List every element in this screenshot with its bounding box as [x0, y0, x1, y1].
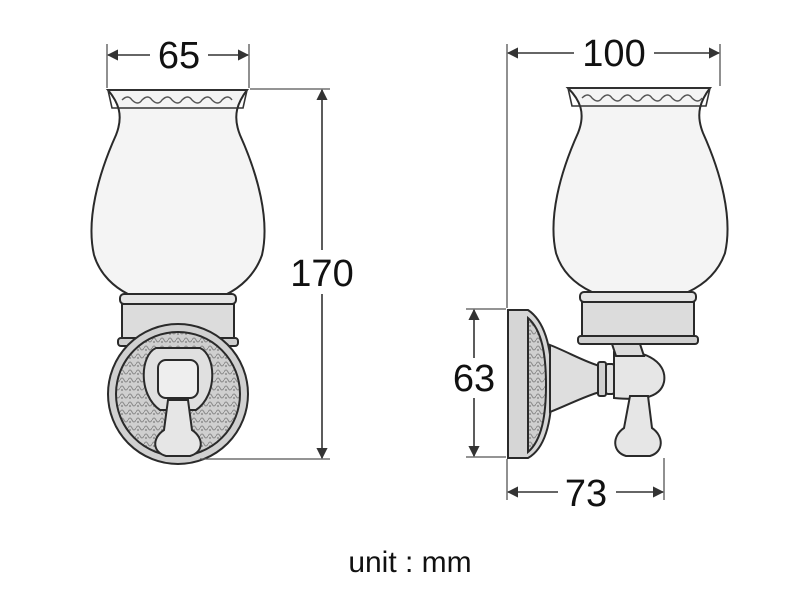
side-rim-ornament	[581, 94, 703, 102]
side-holder-band	[579, 291, 697, 303]
front-glass-cup	[90, 89, 266, 296]
front-rim-ornament	[121, 96, 233, 104]
dim-label-65: 65	[158, 35, 200, 77]
dim-label-63: 63	[453, 358, 495, 400]
dimension-base-height: 63	[446, 308, 506, 458]
side-glass-cup	[552, 87, 729, 293]
dim-label-73: 73	[565, 473, 607, 515]
dimension-depth-total: 100	[506, 33, 721, 308]
dimension-width-front: 65	[106, 35, 250, 88]
dimension-height-total: 170	[200, 88, 362, 460]
front-finial	[154, 399, 202, 457]
side-view	[507, 87, 729, 459]
dim-label-170: 170	[290, 253, 353, 295]
dimension-projection: 73	[506, 458, 665, 515]
unit-label: unit : mm	[348, 546, 471, 579]
front-holder-band	[119, 293, 237, 305]
dim-label-100: 100	[582, 33, 645, 75]
side-finial	[614, 395, 662, 457]
front-view	[90, 89, 266, 465]
